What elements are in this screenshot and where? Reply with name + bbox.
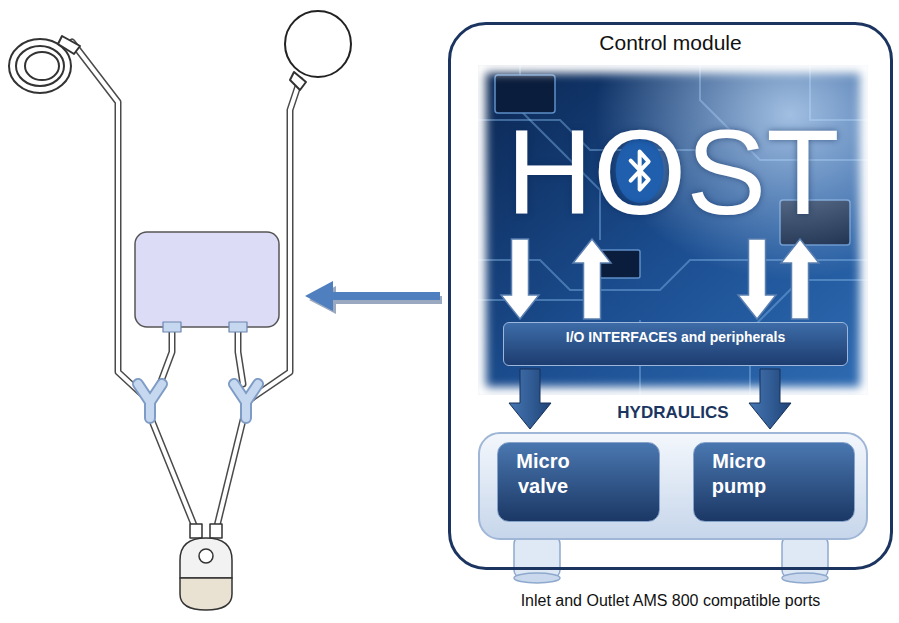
signal-arrow <box>501 239 539 319</box>
sphincter-illustration <box>9 11 351 610</box>
caption-label: Inlet and Outlet AMS 800 compatible port… <box>448 592 893 610</box>
node-title: Micro pump <box>694 449 784 499</box>
io-interface-bar: I/O INTERFACES and peripherals <box>503 322 848 366</box>
signal-arrow <box>781 239 819 319</box>
node-title: Micro valve <box>498 449 588 499</box>
signal-arrow <box>738 239 776 319</box>
port-cylinders <box>514 536 828 583</box>
hydraulics-panel: HYDRAULICSMicro valveMicro pump <box>478 432 868 540</box>
node-title: I/O INTERFACES and peripherals <box>504 329 847 345</box>
host-block: HOST <box>478 96 868 236</box>
block-arrow <box>749 369 791 429</box>
circuit-picture <box>478 65 868 395</box>
node-title: HOST <box>478 102 868 242</box>
control-module-panel: Control moduleHOST I/O INTERFACES and per… <box>448 22 893 570</box>
node-title: HYDRAULICS <box>480 403 866 423</box>
micro-pump-box: Micro pump <box>693 442 855 522</box>
block-arrow <box>509 369 551 429</box>
signal-arrow <box>573 239 611 319</box>
micro-valve-box: Micro valve <box>497 442 660 522</box>
node-title: Control module <box>451 31 890 55</box>
pointer-arrow <box>305 281 442 314</box>
